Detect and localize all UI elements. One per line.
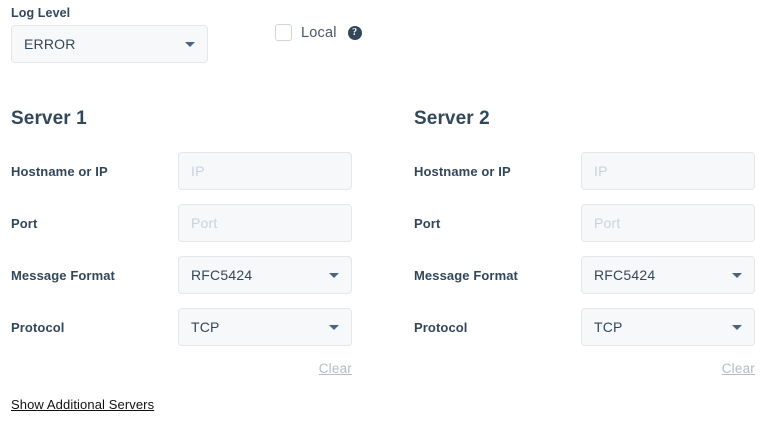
server-1-hostname-label: Hostname or IP (11, 163, 108, 179)
server-1-hostname-placeholder: IP (191, 163, 205, 179)
help-circle-icon[interactable]: ? (347, 25, 362, 40)
server-2-hostname-label: Hostname or IP (414, 163, 511, 179)
server-1-port-row: Port Port (11, 204, 352, 242)
chevron-down-icon (732, 273, 742, 278)
server-1-protocol-label: Protocol (11, 319, 65, 335)
log-level-label: Log Level (11, 6, 71, 20)
server-1-message-format-value: RFC5424 (191, 267, 253, 283)
server-1-port-label: Port (11, 215, 38, 231)
server-1-protocol-select[interactable]: TCP (178, 308, 352, 346)
server-1-port-input[interactable]: Port (178, 204, 352, 242)
server-2-hostname-placeholder: IP (594, 163, 608, 179)
chevron-down-icon (732, 325, 742, 330)
server-2-message-format-value: RFC5424 (594, 267, 656, 283)
server-2-protocol-label: Protocol (414, 319, 468, 335)
server-2-title: Server 2 (414, 108, 490, 129)
chevron-down-icon (329, 273, 339, 278)
server-1-clear-row: Clear (11, 360, 352, 378)
server-1-message-format-row: Message Format RFC5424 (11, 256, 352, 294)
server-1-clear-link[interactable]: Clear (318, 361, 352, 376)
log-level-select[interactable]: ERROR (11, 25, 208, 63)
server-2-panel: Server 2 Hostname or IP IP Port Port Mes… (414, 108, 755, 378)
server-2-port-placeholder: Port (594, 215, 621, 231)
log-level-value: ERROR (24, 36, 76, 52)
server-2-protocol-value: TCP (594, 319, 623, 335)
server-2-port-label: Port (414, 215, 441, 231)
server-1-panel: Server 1 Hostname or IP IP Port Port Mes… (11, 108, 352, 378)
server-2-message-format-label: Message Format (414, 267, 518, 283)
server-1-hostname-row: Hostname or IP IP (11, 152, 352, 190)
server-2-hostname-row: Hostname or IP IP (414, 152, 755, 190)
server-1-title: Server 1 (11, 108, 87, 129)
local-label: Local (301, 24, 337, 41)
local-checkbox[interactable] (275, 24, 292, 41)
server-2-protocol-select[interactable]: TCP (581, 308, 755, 346)
server-1-port-placeholder: Port (191, 215, 218, 231)
show-additional-servers-link[interactable]: Show Additional Servers (11, 397, 155, 412)
server-2-port-row: Port Port (414, 204, 755, 242)
server-2-message-format-row: Message Format RFC5424 (414, 256, 755, 294)
log-level-field: Log Level ERROR (11, 6, 208, 63)
chevron-down-icon (185, 42, 195, 47)
server-1-protocol-value: TCP (191, 319, 220, 335)
local-option: Local ? (275, 24, 362, 41)
server-1-hostname-input[interactable]: IP (178, 152, 352, 190)
server-2-hostname-input[interactable]: IP (581, 152, 755, 190)
server-1-protocol-row: Protocol TCP (11, 308, 352, 346)
server-2-message-format-select[interactable]: RFC5424 (581, 256, 755, 294)
server-1-message-format-label: Message Format (11, 267, 115, 283)
server-2-clear-row: Clear (414, 360, 755, 378)
server-2-port-input[interactable]: Port (581, 204, 755, 242)
server-2-protocol-row: Protocol TCP (414, 308, 755, 346)
chevron-down-icon (329, 325, 339, 330)
server-2-clear-link[interactable]: Clear (721, 361, 755, 376)
server-1-message-format-select[interactable]: RFC5424 (178, 256, 352, 294)
